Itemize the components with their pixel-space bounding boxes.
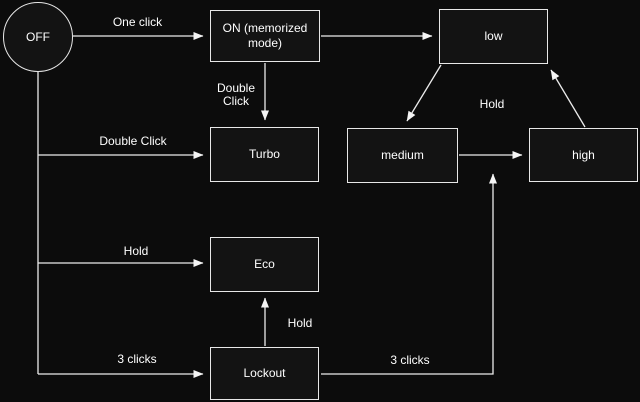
state-node-lockout: Lockout: [210, 347, 319, 400]
state-node-low: low: [439, 9, 548, 64]
edge-label-hold-brightness-cycle: Hold: [479, 97, 505, 111]
state-node-eco: Eco: [210, 237, 319, 292]
state-node-on-memorized: ON (memorized mode): [210, 10, 320, 62]
state-label-medium: medium: [381, 148, 424, 162]
state-label-turbo: Turbo: [249, 147, 280, 161]
edge-label-hold-lockout-eco: Hold: [287, 316, 313, 330]
edge-label-hold-off-eco: Hold: [123, 244, 149, 258]
edge-label-double-click-off-turbo: Double Click: [99, 134, 167, 148]
edge-label-double-click-on-turbo: Double Click: [216, 81, 256, 109]
edge-label-three-clicks-lockout: 3 clicks: [390, 353, 430, 367]
state-node-medium: medium: [347, 128, 458, 183]
edge-low-to-medium: [406, 64, 442, 122]
state-node-high: high: [529, 128, 638, 182]
state-label-off: OFF: [26, 29, 50, 44]
edge-lockout-to-high: [321, 173, 497, 375]
edge-label-one-click: One click: [112, 15, 163, 29]
state-label-eco: Eco: [254, 257, 275, 271]
state-label-high: high: [572, 147, 595, 162]
state-node-off: OFF: [3, 2, 73, 72]
state-node-turbo: Turbo: [210, 127, 319, 182]
edge-label-three-clicks-off-lockout: 3 clicks: [117, 352, 157, 366]
state-label-lockout: Lockout: [243, 366, 286, 380]
state-label-on-memorized: ON (memorized mode): [222, 21, 308, 50]
state-label-low: low: [484, 29, 503, 43]
edge-high-to-low: [550, 69, 586, 128]
